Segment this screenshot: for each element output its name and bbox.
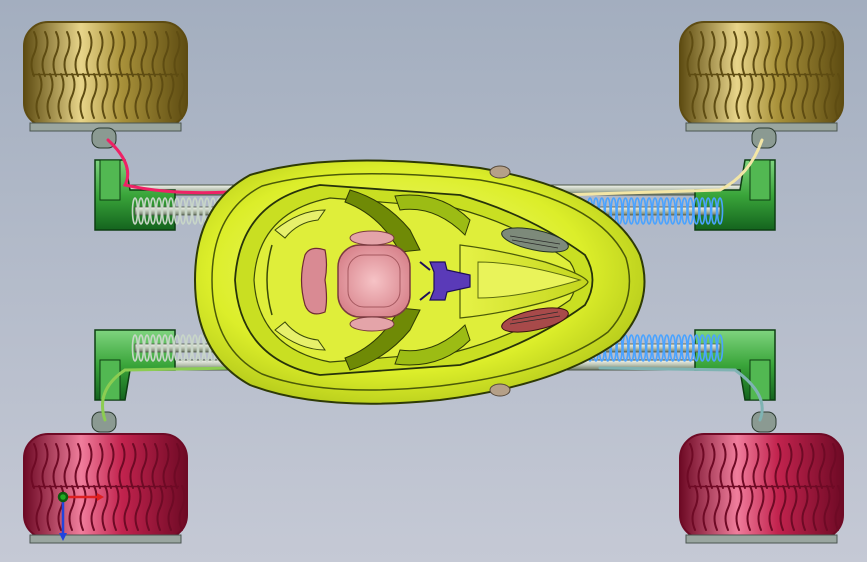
wheel-rear-right bbox=[679, 433, 844, 544]
axis-triad bbox=[57, 491, 104, 541]
steering-assembly bbox=[419, 261, 471, 301]
chassis-posts bbox=[489, 165, 511, 397]
wheel-front-left bbox=[23, 21, 188, 132]
driver-seat bbox=[300, 230, 411, 332]
cables bbox=[101, 138, 764, 422]
side-vents bbox=[501, 227, 569, 333]
kart-body bbox=[193, 159, 646, 405]
wheel-rear-left bbox=[23, 433, 188, 544]
wheels bbox=[23, 21, 844, 544]
wheel-front-right bbox=[679, 21, 844, 132]
spring-upper-right bbox=[586, 197, 724, 225]
